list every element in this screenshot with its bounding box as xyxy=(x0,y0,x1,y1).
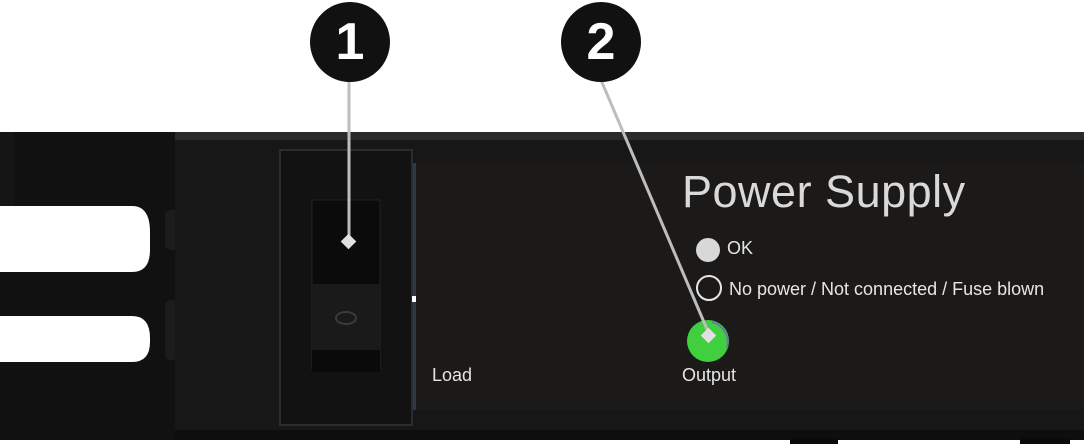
ok-indicator-icon xyxy=(696,238,720,262)
front-panel xyxy=(412,163,1084,410)
callout-1-number: 1 xyxy=(335,13,365,71)
no-power-indicator-icon xyxy=(696,275,722,301)
load-switch-label: Load xyxy=(432,365,473,385)
rack-ear xyxy=(0,132,190,440)
callout-2 xyxy=(561,2,717,344)
output-led-label: Output xyxy=(682,365,737,385)
legend-ok-label: OK xyxy=(727,238,754,258)
panel-title: Power Supply xyxy=(682,166,966,217)
legend-no-power-label: No power / Not connected / Fuse blown xyxy=(729,279,1045,299)
callout-2-number: 2 xyxy=(586,13,616,71)
load-switch[interactable] xyxy=(279,149,416,426)
callout-1 xyxy=(310,2,390,250)
